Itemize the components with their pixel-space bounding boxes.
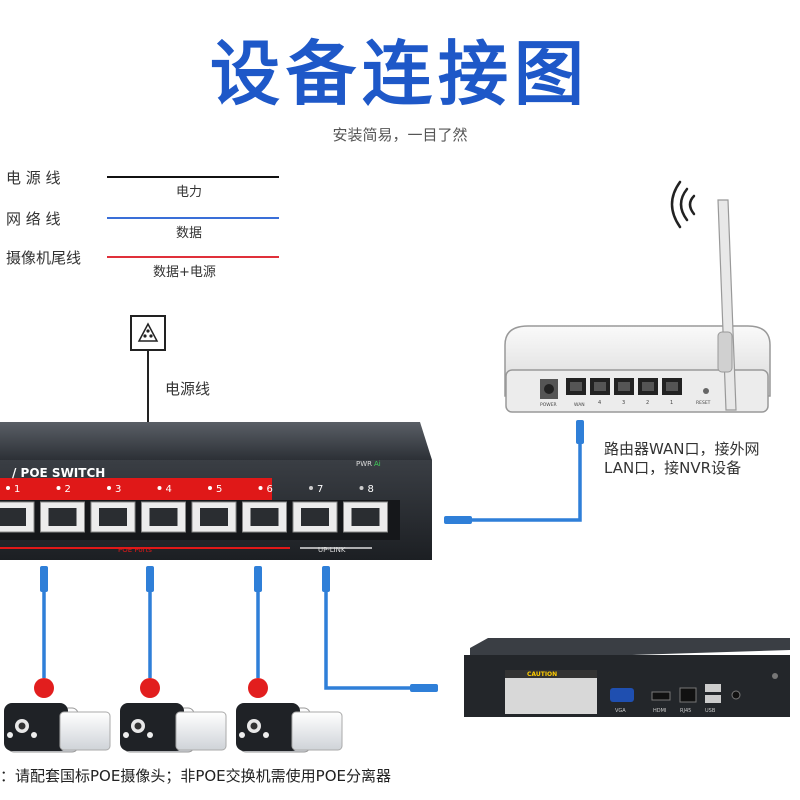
router-lan-port-3: 3 bbox=[614, 378, 634, 406]
router-lan-port-2: 2 bbox=[638, 378, 658, 406]
switch-port-6: 6 bbox=[242, 484, 287, 533]
legend-line-network bbox=[107, 217, 279, 219]
nvr-hdmi-label: HDMI bbox=[653, 708, 666, 714]
router-antenna bbox=[717, 199, 737, 411]
router-wan-label: WAN bbox=[574, 402, 585, 408]
page-subtitle: 安装简易，一目了然 bbox=[332, 126, 468, 144]
switch-port-number: 3 bbox=[115, 484, 121, 495]
switch-port-number: 4 bbox=[166, 484, 172, 495]
nvr-recorder bbox=[464, 638, 790, 717]
footer-note: ：请配套国标POE摄像头；非POE交换机需使用POE分离器 bbox=[0, 767, 391, 785]
router-port-number: 4 bbox=[598, 400, 601, 406]
poe-switch: 1 2 3 4 5 6 7 8 bbox=[0, 422, 432, 560]
switch-brand: / POE SWITCH bbox=[12, 466, 105, 480]
router-note-line2: LAN口，接NVR设备 bbox=[604, 459, 742, 477]
legend-desc-camera-cable: 数据+电源 bbox=[153, 265, 216, 280]
wall-socket-icon bbox=[130, 315, 166, 351]
nvr-vga-label: VGA bbox=[615, 708, 626, 714]
page-title: 设备连接图 bbox=[210, 33, 590, 115]
router-port-number: 3 bbox=[622, 400, 625, 406]
rj45-connectors bbox=[322, 420, 584, 692]
switch-act-label: Ai bbox=[374, 460, 381, 468]
router-wan-port bbox=[566, 378, 586, 395]
switch-port-number: 7 bbox=[317, 484, 323, 495]
network-cables bbox=[324, 440, 582, 690]
switch-to-nvr-cable bbox=[324, 590, 410, 690]
switch-port-number: 6 bbox=[267, 484, 273, 495]
switch-port-3: 3 bbox=[90, 484, 136, 533]
switch-pwr-label: PWR bbox=[356, 460, 372, 468]
router-to-switch-cable bbox=[470, 440, 582, 522]
switch-port-number: 5 bbox=[216, 484, 222, 495]
switch-port-8: 8 bbox=[343, 484, 388, 533]
legend-desc-network: 数据 bbox=[176, 226, 203, 241]
legend-desc-power: 电力 bbox=[176, 185, 203, 200]
switch-port-number: 8 bbox=[368, 484, 374, 495]
vga-port bbox=[610, 688, 634, 702]
bullet-camera-3 bbox=[236, 703, 343, 753]
switch-port-number: 2 bbox=[65, 484, 71, 495]
legend-label-camera-cable: 摄像机尾线 bbox=[6, 249, 82, 267]
power-cable-label: 电源线 bbox=[165, 380, 211, 398]
wifi-signal-icon bbox=[670, 180, 696, 229]
router-port-number: 1 bbox=[670, 400, 673, 406]
legend-line-camera-cable bbox=[107, 256, 279, 258]
bullet-camera-1 bbox=[4, 703, 111, 753]
legend-line-power bbox=[107, 176, 279, 178]
nvr-usb-label: USB bbox=[705, 708, 716, 714]
switch-port-2: 2 bbox=[40, 484, 85, 533]
switch-poe-ports-label: POE Ports bbox=[118, 546, 152, 554]
camera-connection-dots bbox=[34, 678, 268, 698]
router-lan-port-4: 4 bbox=[590, 378, 610, 406]
nvr-caution: CAUTION bbox=[527, 671, 557, 678]
poe-port-red-band bbox=[0, 478, 272, 502]
switch-port-4: 4 bbox=[141, 484, 186, 533]
switch-port-number: 1 bbox=[14, 484, 20, 495]
nvr-rj45-label: RJ45 bbox=[680, 708, 691, 714]
bullet-camera-2 bbox=[120, 703, 227, 753]
switch-uplink-label: UP-LINK bbox=[318, 546, 346, 554]
legend-label-power: 电 源 线 bbox=[6, 169, 61, 187]
rj45-port bbox=[679, 687, 697, 703]
router-port-number: 2 bbox=[646, 400, 649, 406]
hdmi-port bbox=[651, 691, 671, 701]
wireless-router: 4 3 2 1 bbox=[504, 325, 771, 413]
switch-port-5: 5 bbox=[191, 484, 237, 533]
router-reset-label: RESET bbox=[696, 400, 711, 406]
switch-port-7: 7 bbox=[292, 484, 338, 533]
router-lan-port-1: 1 bbox=[662, 378, 682, 406]
camera-cables bbox=[42, 590, 260, 678]
legend-label-network: 网 络 线 bbox=[6, 210, 61, 228]
router-note-line1: 路由器WAN口，接外网 bbox=[604, 440, 760, 458]
router-power-label: POWER bbox=[540, 402, 557, 408]
switch-port-1: 1 bbox=[0, 484, 35, 533]
